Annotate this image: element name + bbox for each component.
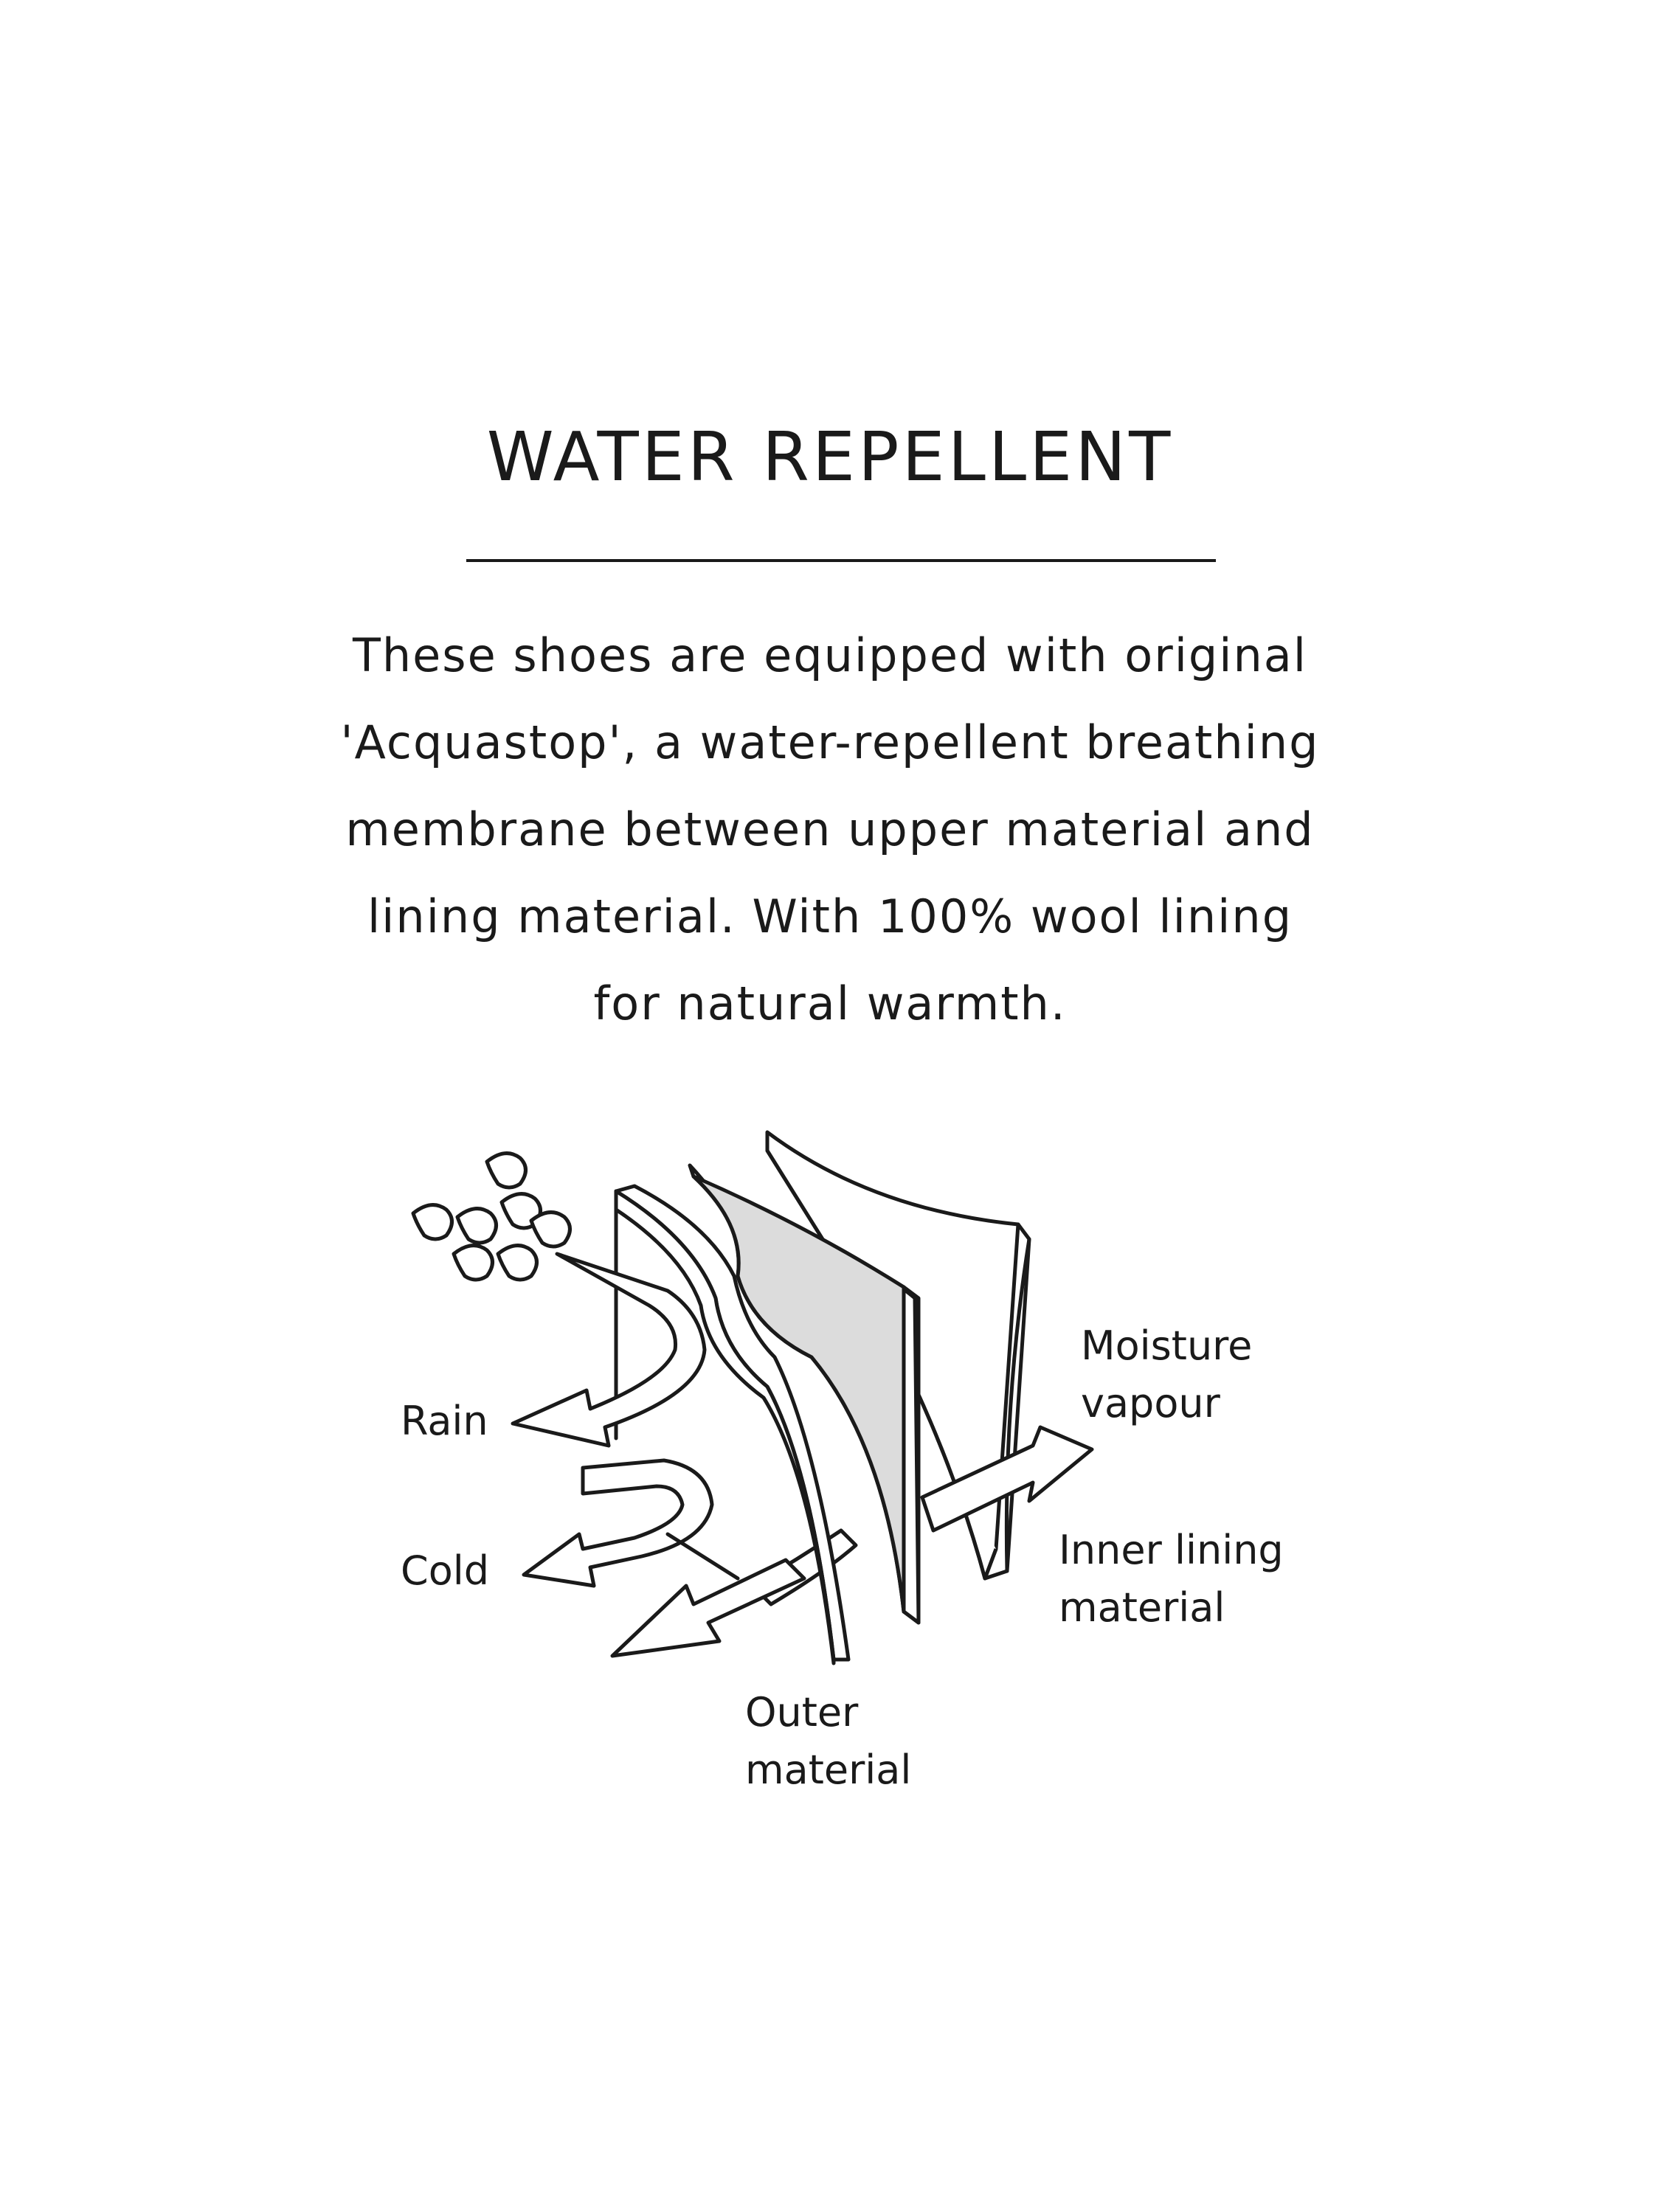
page-title: WATER REPELLENT bbox=[486, 417, 1174, 496]
title-divider bbox=[466, 559, 1216, 562]
cold-arrow bbox=[522, 1458, 714, 1588]
raindrop-icon bbox=[452, 1244, 494, 1282]
raindrop-icon bbox=[485, 1151, 528, 1190]
label-moisture-vapour-line1: Moisture bbox=[1081, 1322, 1252, 1369]
description-line: membrane between upper material and bbox=[345, 802, 1315, 856]
cold-arrow-lower bbox=[610, 1532, 806, 1658]
raindrops bbox=[411, 1151, 572, 1282]
description-line: These shoes are equipped with original bbox=[352, 628, 1308, 682]
membrane-layer bbox=[688, 1163, 921, 1625]
description-line: lining material. With 100% wool lining bbox=[367, 890, 1293, 943]
raindrop-icon bbox=[455, 1207, 498, 1245]
label-inner-lining-line1: Inner lining bbox=[1059, 1527, 1284, 1573]
description-line: 'Acquastop', a water-repellent breathing bbox=[340, 715, 1320, 769]
raindrop-icon bbox=[496, 1244, 539, 1282]
label-moisture-vapour-line2: vapour bbox=[1081, 1380, 1221, 1426]
description-line: for natural warmth. bbox=[593, 977, 1067, 1030]
raindrop-icon bbox=[411, 1203, 454, 1241]
description-text: These shoes are equipped with original '… bbox=[0, 612, 1660, 1047]
raindrop-icon bbox=[529, 1210, 572, 1249]
label-inner-lining-line2: material bbox=[1059, 1584, 1225, 1631]
label-rain: Rain bbox=[401, 1398, 488, 1444]
label-outer-material-line1: Outer bbox=[745, 1689, 859, 1736]
rain-arrow bbox=[511, 1252, 707, 1448]
label-cold: Cold bbox=[401, 1547, 489, 1594]
label-outer-material-line2: material bbox=[745, 1747, 911, 1793]
moisture-vapour-arrow bbox=[920, 1425, 1094, 1533]
